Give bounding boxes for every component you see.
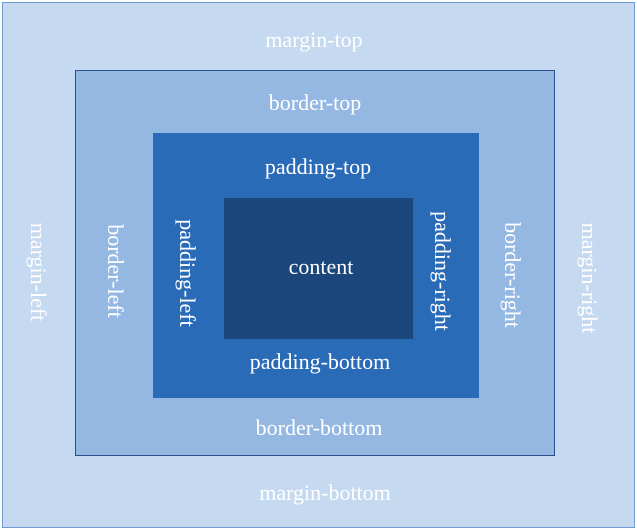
- padding-right-label: padding-right: [430, 211, 455, 331]
- border-top-label: border-top: [268, 90, 362, 115]
- content-label: content: [288, 254, 354, 279]
- margin-bottom-label: margin-bottom: [259, 480, 391, 505]
- content-area: [224, 198, 413, 339]
- border-right-label: border-right: [500, 222, 525, 328]
- margin-left-label: margin-left: [26, 222, 51, 322]
- padding-top-label: padding-top: [264, 154, 372, 179]
- margin-right-label: margin-right: [577, 222, 602, 334]
- margin-top-label: margin-top: [265, 27, 363, 52]
- border-bottom-label: border-bottom: [255, 415, 383, 440]
- padding-bottom-label: padding-bottom: [249, 349, 391, 374]
- border-left-label: border-left: [103, 224, 128, 318]
- padding-left-label: padding-left: [175, 219, 200, 327]
